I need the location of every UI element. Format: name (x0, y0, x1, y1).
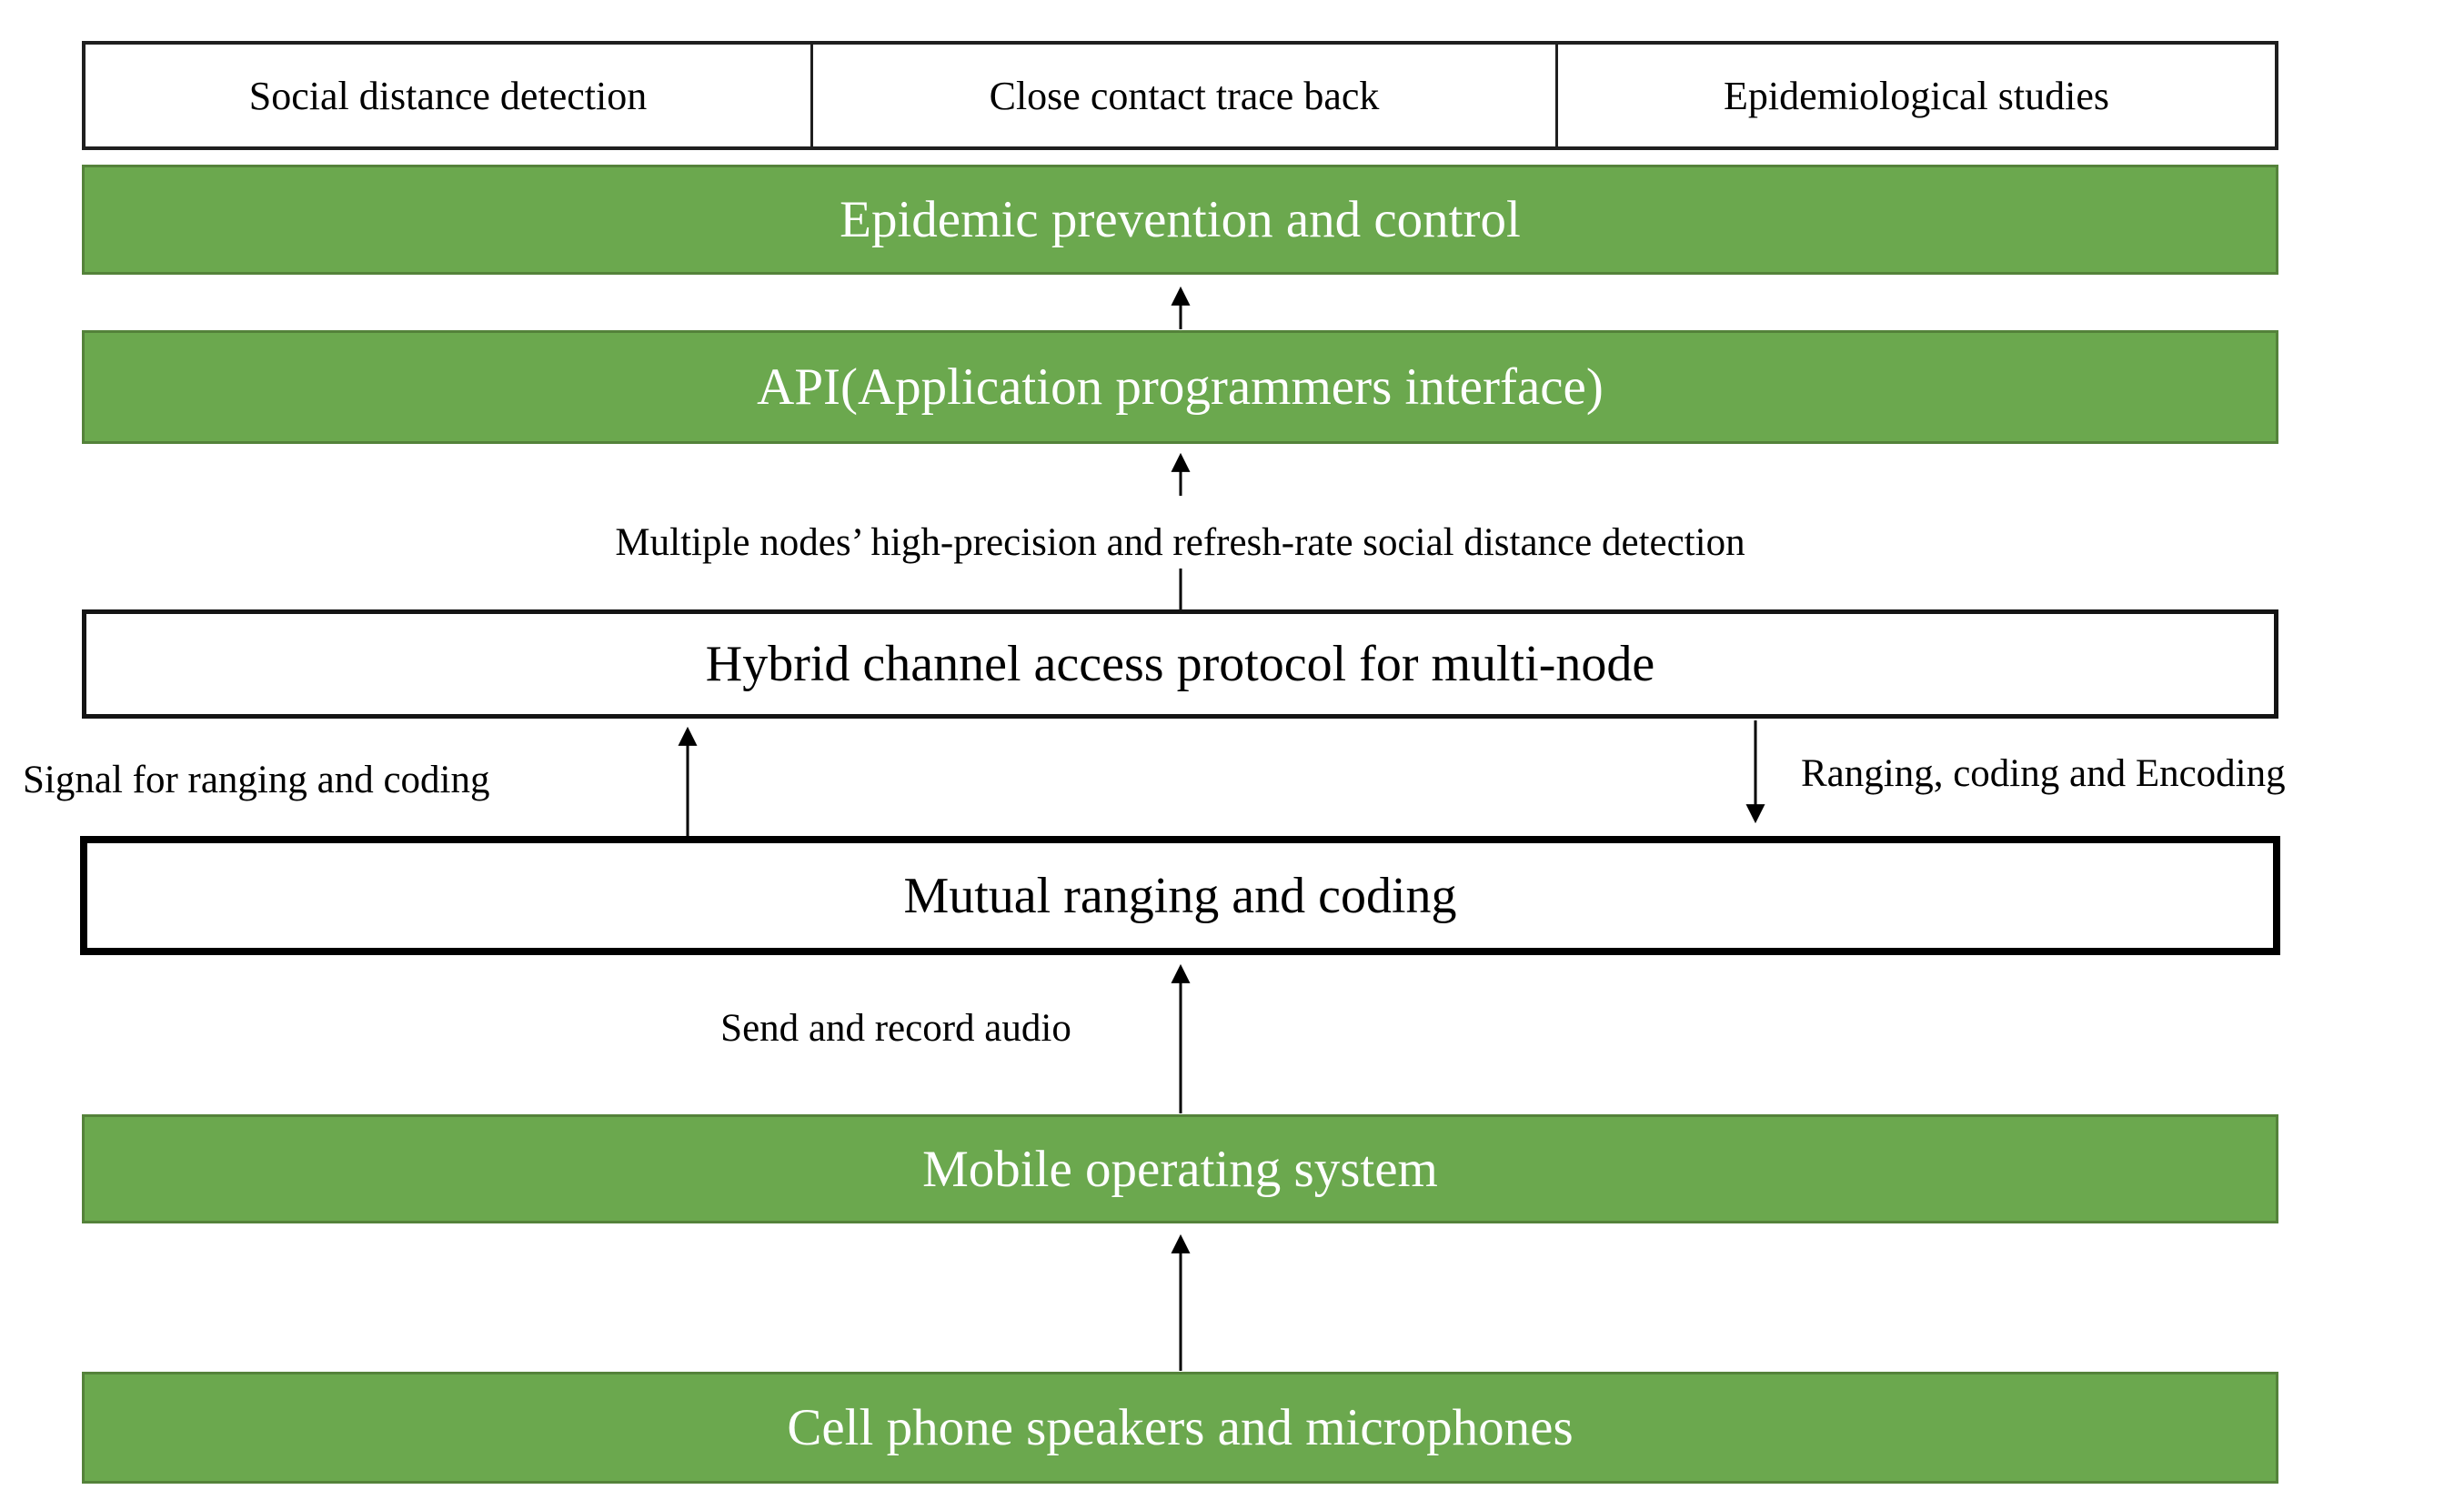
annotation-send-record-audio: Send and record audio (720, 1007, 1071, 1050)
annotation-multi-node-detection: Multiple nodes’ high-precision and refre… (615, 521, 1745, 564)
layer-api: API(Application programmers interface) (82, 330, 2278, 444)
app-cell-social-distance: Social distance detection (85, 45, 813, 146)
layer-hybrid-channel-protocol: Hybrid channel access protocol for multi… (82, 609, 2278, 719)
layer-mobile-os: Mobile operating system (82, 1114, 2278, 1223)
annotation-signal-ranging-coding: Signal for ranging and coding (23, 759, 490, 801)
application-row: Social distance detection Close contact … (82, 41, 2278, 150)
app-cell-epidemiological: Epidemiological studies (1723, 73, 2110, 118)
layer-epidemic-prevention: Epidemic prevention and control (82, 165, 2278, 275)
layer-mutual-ranging-coding: Mutual ranging and coding (80, 836, 2280, 955)
layer-cell-phone-speakers-mics: Cell phone speakers and microphones (82, 1372, 2278, 1484)
app-cell-close-contact: Close contact trace back (813, 45, 1558, 146)
annotation-ranging-coding-encoding: Ranging, coding and Encoding (1801, 752, 2286, 795)
